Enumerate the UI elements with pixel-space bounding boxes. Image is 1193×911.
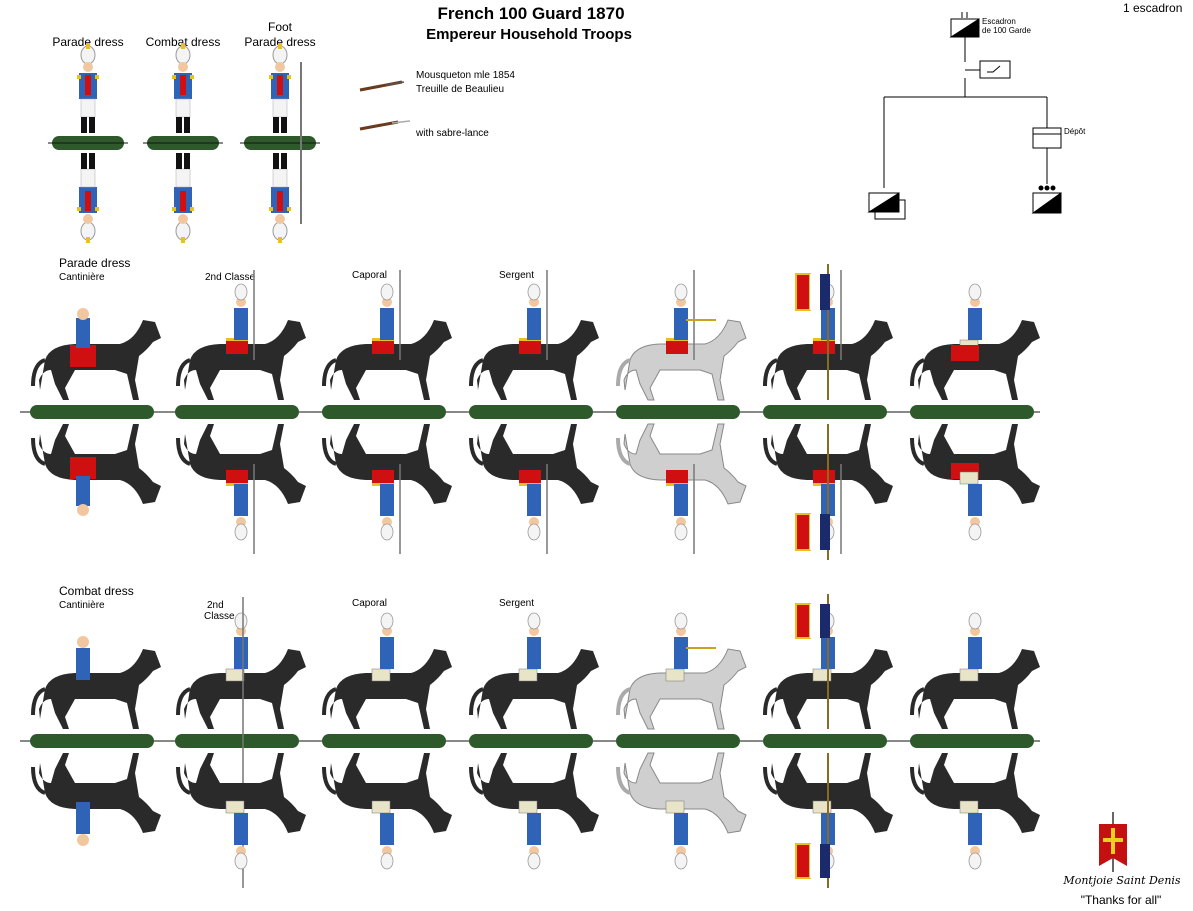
depot-label: Dépôt	[1064, 127, 1086, 136]
thanks-note: "Thanks for all"	[1080, 893, 1162, 907]
banner-logo	[1099, 812, 1127, 872]
parade-trumpeter-figure	[616, 269, 748, 555]
squadron-label-1: Escadron	[982, 17, 1016, 26]
foot-combat-label: Combat dress	[145, 35, 221, 49]
combat-sergent-label: Sergent	[499, 598, 535, 609]
combat-trumpeter-figure	[616, 612, 748, 870]
combat-officer-figure	[910, 613, 1040, 869]
squadron-label-2: de 100 Garde	[982, 26, 1031, 35]
musket-label-1: Mousqueton mle 1854	[416, 70, 515, 81]
page-subtitle: Empereur Household Troops	[426, 26, 632, 43]
combat-caporal-figure	[322, 613, 452, 869]
combat-caporal-label: Caporal	[352, 598, 388, 609]
combat-sergent-figure	[469, 613, 599, 869]
parade-caporal-label: Caporal	[352, 270, 388, 281]
foot-label-line1: Foot	[267, 20, 293, 34]
parade-section-label: Parade dress	[59, 256, 131, 270]
foot-label-line2: Parade dress	[244, 35, 316, 49]
page-title: French 100 Guard 1870	[437, 4, 625, 23]
unit-count: 1 escadron	[1123, 1, 1183, 15]
parade-second-classe-label: 2nd Classe	[205, 272, 256, 283]
parade-second-classe-figure	[175, 270, 306, 554]
musket-label-2: Treuille de Beaulieu	[416, 84, 505, 95]
parade-sergent-figure	[469, 270, 599, 554]
foot-combat-figure	[142, 42, 224, 244]
combat-cantiniere-figure	[30, 636, 163, 846]
lance-label: with sabre-lance	[416, 128, 489, 139]
parade-cantiniere-figure	[30, 308, 163, 516]
combat-standard-bearer-figure	[763, 594, 893, 888]
combat-cantiniere-label: Cantinière	[59, 600, 105, 611]
foot-parade-figure	[47, 42, 129, 244]
signature: Montjoie Saint Denis	[1063, 874, 1181, 887]
combat-second-label-1: 2nd	[207, 600, 224, 611]
parade-cantiniere-label: Cantinière	[59, 272, 105, 283]
sabre-lance-icon	[359, 120, 411, 131]
org-chart	[867, 12, 1062, 220]
parade-standard-bearer-figure	[763, 264, 893, 560]
combat-second-classe-figure	[175, 597, 306, 888]
parade-caporal-figure	[322, 270, 452, 554]
musket-icon	[359, 80, 405, 92]
combat-second-label-2: Classe	[204, 611, 235, 622]
combat-section-label: Combat dress	[59, 584, 134, 598]
parade-sergent-label: Sergent	[499, 270, 535, 281]
foot-parade-label: Parade dress	[52, 35, 124, 49]
parade-officer-figure	[910, 283, 1042, 541]
foot-infantry-figure	[239, 42, 321, 244]
